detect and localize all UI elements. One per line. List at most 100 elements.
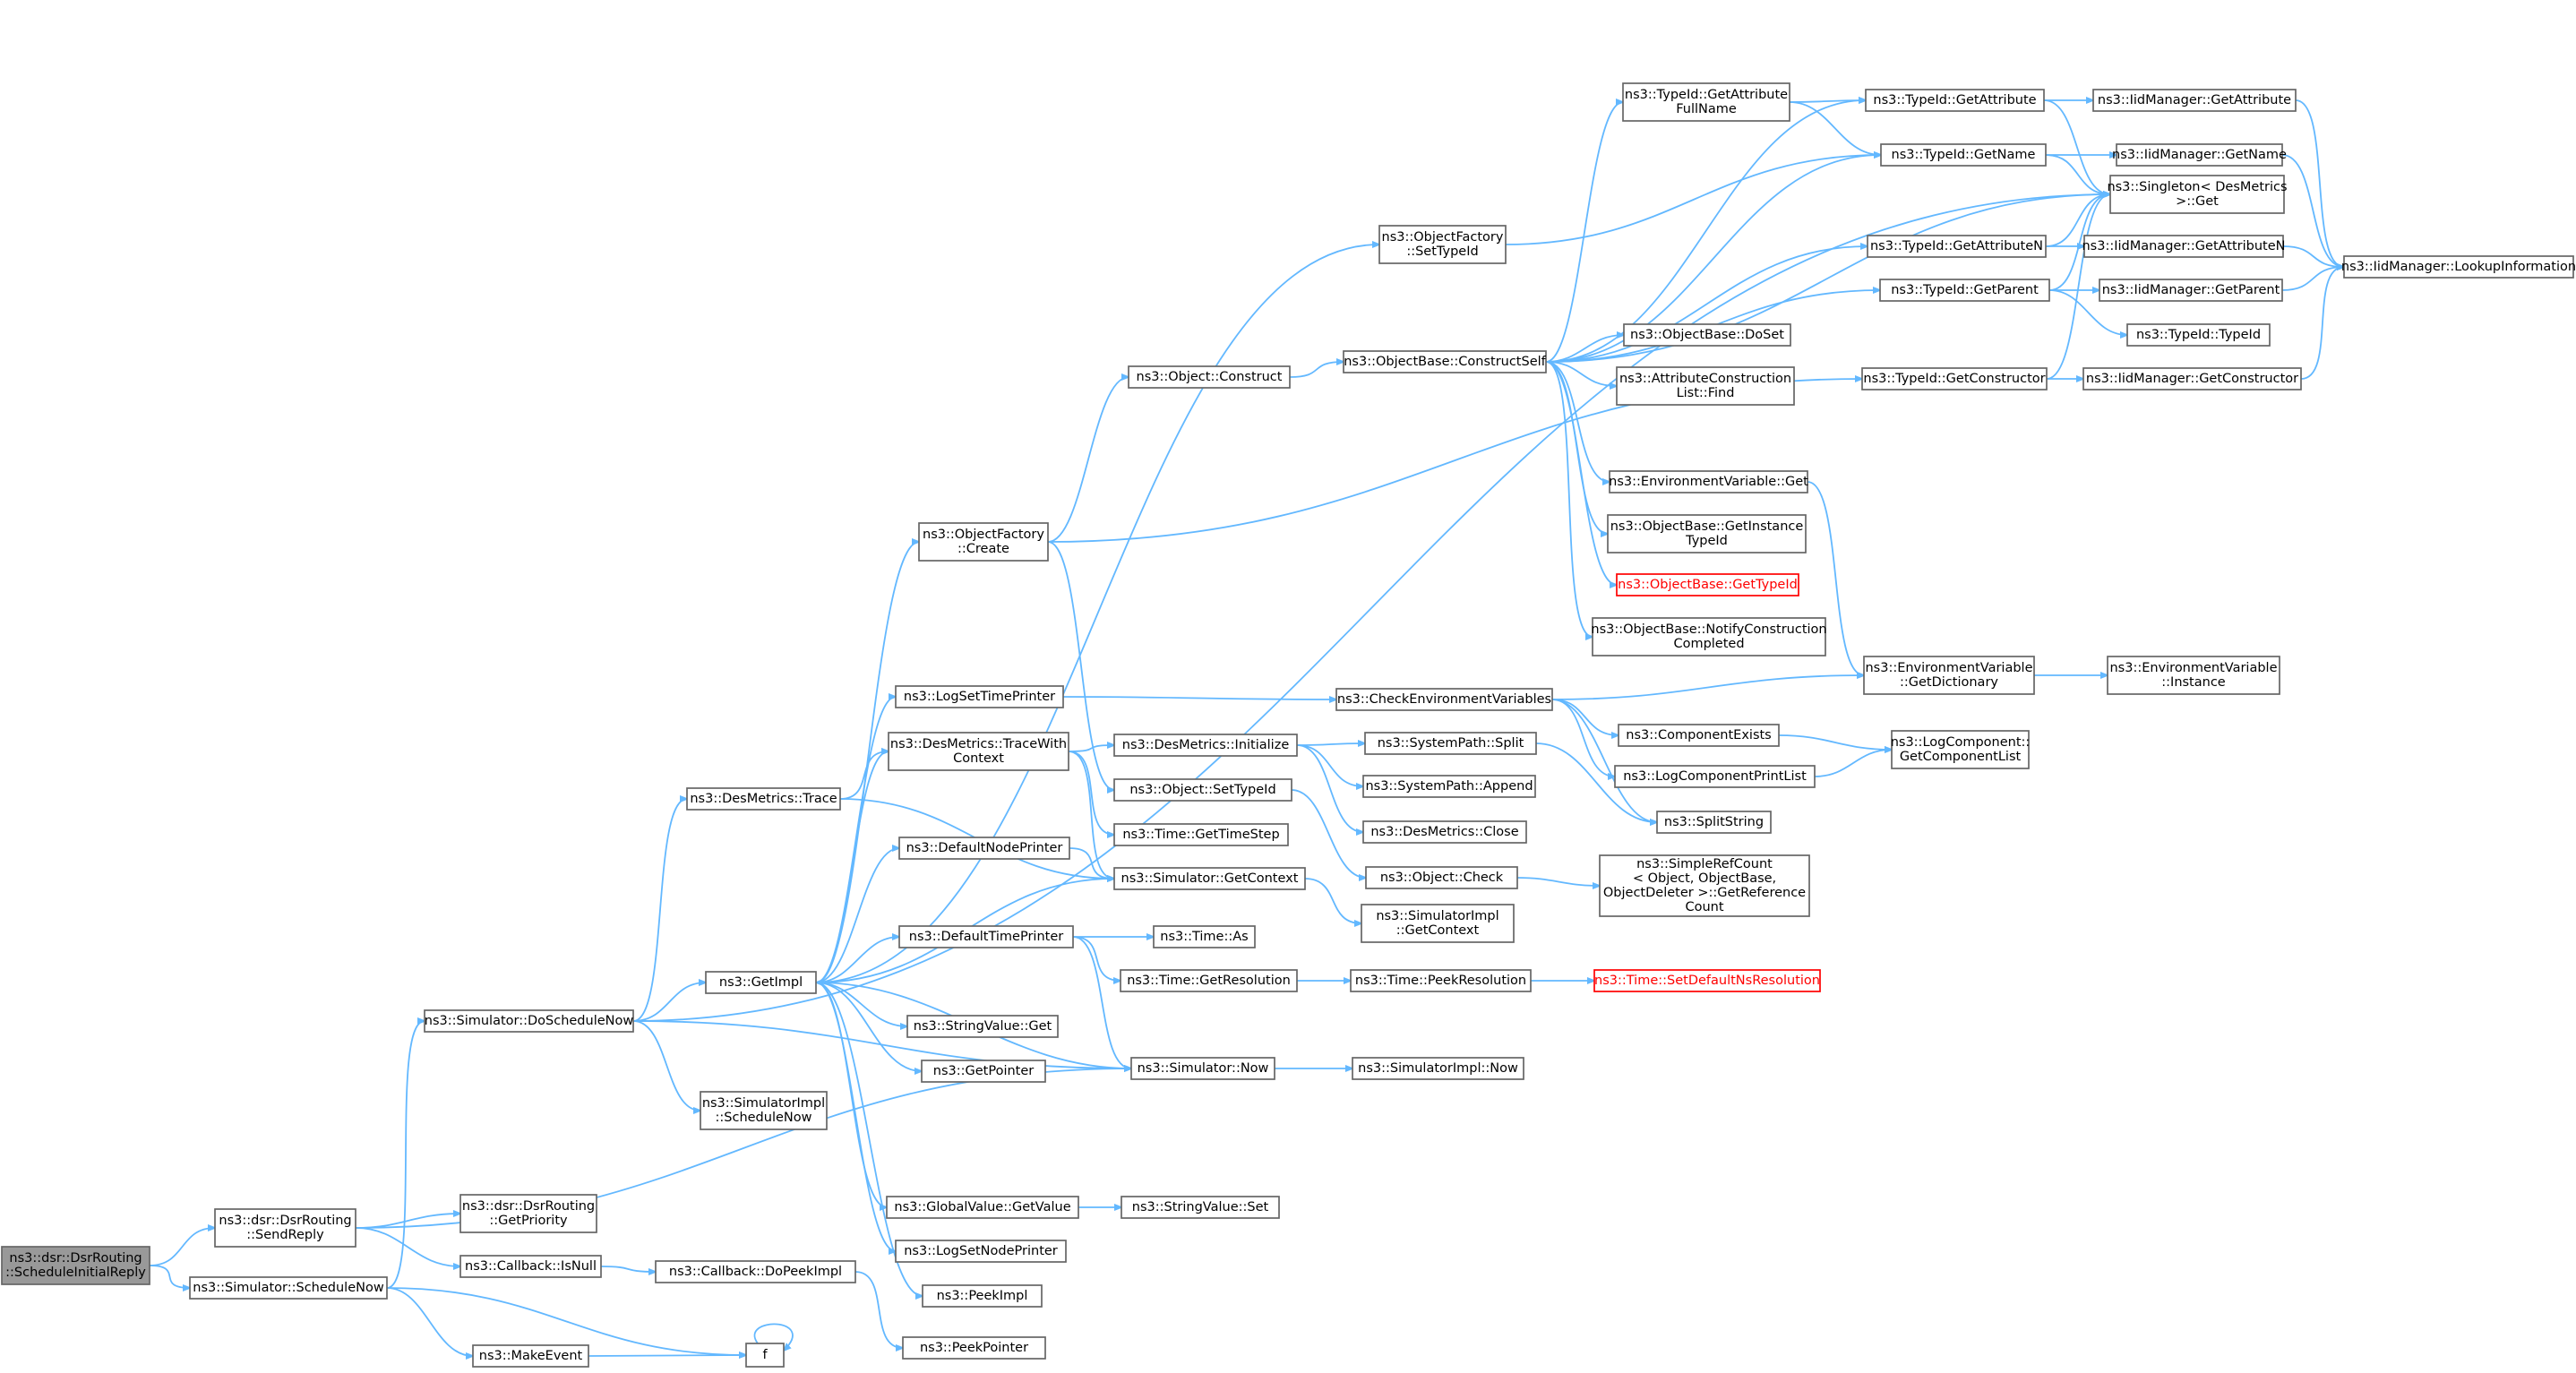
node-peekpointer[interactable]: ns3::PeekPointer <box>902 1336 1046 1360</box>
node-setdefaultns[interactable]: ns3::Time::SetDefaultNsResolution <box>1593 969 1821 992</box>
node-sendreply[interactable]: ns3::dsr::DsrRouting::SendReply <box>214 1208 356 1248</box>
node-simimplnow[interactable]: ns3::SimulatorImpl::Now <box>1352 1057 1524 1080</box>
node-getpriority[interactable]: ns3::dsr::DsrRouting::GetPriority <box>459 1194 597 1233</box>
node-doschednow[interactable]: ns3::Simulator::DoScheduleNow <box>424 1009 634 1033</box>
node-timepeekres[interactable]: ns3::Time::PeekResolution <box>1350 969 1532 992</box>
node-tidgetattrn[interactable]: ns3::TypeId::GetAttributeN <box>1867 235 2047 258</box>
node-objconstruct[interactable]: ns3::Object::Construct <box>1128 365 1291 389</box>
node-splitstring[interactable]: ns3::SplitString <box>1656 811 1772 834</box>
node-makeevent[interactable]: ns3::MakeEvent <box>472 1344 589 1368</box>
node-box <box>888 732 1069 771</box>
node-box <box>1365 866 1518 889</box>
node-box <box>1343 350 1547 373</box>
node-logsettimeprinter[interactable]: ns3::LogSetTimePrinter <box>895 685 1064 708</box>
node-timegettimestep[interactable]: ns3::Time::GetTimeStep <box>1113 823 1289 846</box>
node-label: ns3::PeekImpl <box>937 1289 1028 1303</box>
node-desclose[interactable]: ns3::DesMetrics::Close <box>1362 820 1527 844</box>
node-box <box>1656 811 1772 834</box>
node-simnow[interactable]: ns3::Simulator::Now <box>1130 1057 1275 1080</box>
node-desinit[interactable]: ns3::DesMetrics::Initialize <box>1113 734 1298 757</box>
node-tidgetconstructor[interactable]: ns3::TypeId::GetConstructor <box>1861 367 2048 390</box>
node-syspathsplit[interactable]: ns3::SystemPath::Split <box>1364 732 1537 755</box>
node-getimpl[interactable]: ns3::GetImpl <box>705 971 817 994</box>
node-tidgetparent[interactable]: ns3::TypeId::GetParent <box>1879 279 2050 302</box>
node-strvalset[interactable]: ns3::StringValue::Set <box>1121 1196 1280 1219</box>
node-label: ns3::Time::GetResolution <box>1127 974 1291 988</box>
node-simplerefcount[interactable]: ns3::SimpleRefCount< Object, ObjectBase,… <box>1599 854 1810 917</box>
node-peekimpl[interactable]: ns3::PeekImpl <box>922 1284 1043 1308</box>
edge-deftimeprinter-to-timegetres <box>1072 936 1121 981</box>
node-iidgetname[interactable]: ns3::IidManager::GetName <box>2112 143 2287 167</box>
node-box <box>1607 514 1807 553</box>
node-box <box>895 685 1064 708</box>
node-constructself[interactable]: ns3::ObjectBase::ConstructSelf <box>1343 350 1547 373</box>
node-dopeekimpl[interactable]: ns3::Callback::DoPeekImpl <box>655 1260 856 1283</box>
node-logcompgetlist[interactable]: ns3::LogComponent::GetComponentList <box>1891 730 2031 769</box>
node-label: ::SetTypeId <box>1406 245 1478 259</box>
node-label: ns3::IidManager::GetAttributeN <box>2082 239 2285 253</box>
node-isnull[interactable]: ns3::Callback::IsNull <box>459 1255 602 1278</box>
node-label: ns3::Object::Check <box>1380 871 1504 885</box>
node-tidtypeid[interactable]: ns3::TypeId::TypeId <box>2126 323 2271 347</box>
node-tidgetname[interactable]: ns3::TypeId::GetName <box>1880 143 2047 167</box>
node-simgetcontext[interactable]: ns3::Simulator::GetContext <box>1113 867 1306 890</box>
node-objbasedoset[interactable]: ns3::ObjectBase::DoSet <box>1623 323 1791 347</box>
node-timeas[interactable]: ns3::Time::As <box>1153 925 1256 948</box>
node-objfactcreate[interactable]: ns3::ObjectFactory::Create <box>918 522 1049 562</box>
edge-root-to-schednow <box>149 1265 190 1288</box>
node-label: ns3::ObjectBase::GetInstance <box>1610 519 1804 534</box>
node-f[interactable]: f <box>745 1343 785 1368</box>
node-objbasenotify[interactable]: ns3::ObjectBase::NotifyConstructionCompl… <box>1591 617 1827 656</box>
node-box <box>1113 778 1292 802</box>
node-schednow[interactable]: ns3::Simulator::ScheduleNow <box>189 1276 388 1300</box>
edge-getimpl-to-strvalget <box>815 982 907 1026</box>
node-timegetres[interactable]: ns3::Time::GetResolution <box>1120 969 1298 992</box>
node-globalgetvalue[interactable]: ns3::GlobalValue::GetValue <box>886 1196 1079 1219</box>
node-box <box>745 1343 785 1368</box>
node-logcompprintlist[interactable]: ns3::LogComponentPrintList <box>1614 765 1816 788</box>
node-iidgetattr[interactable]: ns3::IidManager::GetAttribute <box>2092 89 2297 112</box>
node-objfactsettypeid[interactable]: ns3::ObjectFactory::SetTypeId <box>1378 225 1507 264</box>
node-iidgetconstructor[interactable]: ns3::IidManager::GetConstructor <box>2082 367 2302 390</box>
node-desmetricstrace[interactable]: ns3::DesMetrics::Trace <box>686 787 841 811</box>
node-objbasegettypeid[interactable]: ns3::ObjectBase::GetTypeId <box>1616 573 1799 596</box>
node-label: ns3::DefaultTimePrinter <box>909 930 1063 944</box>
node-compexists[interactable]: ns3::ComponentExists <box>1618 724 1780 747</box>
node-envvarget[interactable]: ns3::EnvironmentVariable::Get <box>1609 470 1808 493</box>
node-simimplschednow[interactable]: ns3::SimulatorImpl::ScheduleNow <box>700 1091 828 1130</box>
node-getpointer[interactable]: ns3::GetPointer <box>921 1060 1046 1083</box>
node-syspathappend[interactable]: ns3::SystemPath::Append <box>1362 775 1536 798</box>
node-iidgetattrn[interactable]: ns3::IidManager::GetAttributeN <box>2082 235 2286 258</box>
node-deftimeprinter[interactable]: ns3::DefaultTimePrinter <box>898 925 1074 948</box>
node-box <box>2126 323 2271 347</box>
node-defnodeprinter[interactable]: ns3::DefaultNodePrinter <box>898 837 1070 860</box>
node-objsettypeid[interactable]: ns3::Object::SetTypeId <box>1113 778 1292 802</box>
node-label: ns3::LogComponentPrintList <box>1623 769 1807 784</box>
edge-dopeekimpl-to-peekpointer <box>854 1271 903 1348</box>
nodes-layer: ns3::dsr::DsrRouting::ScheduleInitialRep… <box>1 82 2576 1368</box>
node-label: ns3::Simulator::DoScheduleNow <box>425 1014 634 1028</box>
node-box <box>1614 765 1816 788</box>
edge-getimpl-to-logsetnodeprinter <box>815 982 896 1251</box>
node-singleton[interactable]: ns3::Singleton< DesMetrics>::Get <box>2107 175 2288 214</box>
node-strvalget[interactable]: ns3::StringValue::Get <box>906 1015 1059 1038</box>
node-checkenv[interactable]: ns3::CheckEnvironmentVariables <box>1335 688 1553 711</box>
edge-envvarget-to-envvargetdict <box>1807 481 1864 675</box>
node-label: ns3::SystemPath::Split <box>1378 736 1524 751</box>
node-root[interactable]: ns3::dsr::DsrRouting::ScheduleInitialRep… <box>1 1246 150 1285</box>
node-objcheck[interactable]: ns3::Object::Check <box>1365 866 1518 889</box>
node-iidlookup[interactable]: ns3::IidManager::LookupInformation <box>2341 255 2576 279</box>
node-simimplgetctx[interactable]: ns3::SimulatorImpl::GetContext <box>1361 904 1515 943</box>
node-envvarinstance[interactable]: ns3::EnvironmentVariable::Instance <box>2107 656 2280 695</box>
node-tidgetattr[interactable]: ns3::TypeId::GetAttribute <box>1865 89 2045 112</box>
node-box <box>2109 175 2285 214</box>
edge-constructself-to-tidgetattr <box>1545 100 1866 363</box>
node-logsetnodeprinter[interactable]: ns3::LogSetNodePrinter <box>895 1240 1067 1263</box>
node-envvargetdict[interactable]: ns3::EnvironmentVariable::GetDictionary <box>1863 656 2035 695</box>
node-box <box>2082 367 2302 390</box>
node-iidgetparent[interactable]: ns3::IidManager::GetParent <box>2099 279 2283 302</box>
